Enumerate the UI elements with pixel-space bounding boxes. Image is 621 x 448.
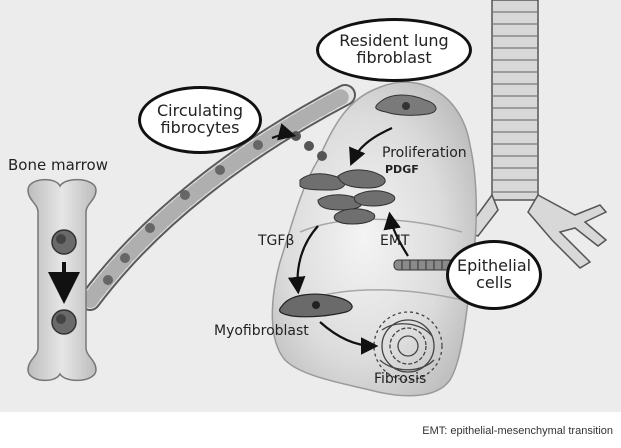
epithelial-cells-text: Epithelial cells [457, 258, 531, 292]
resident-fibroblast-text: Resident lung fibroblast [334, 33, 454, 67]
circulating-fibrocytes-label: Circulating fibrocytes [138, 86, 262, 154]
pdgf-label: PDGF [385, 164, 419, 176]
proliferation-label: Proliferation [382, 146, 467, 161]
emt-label: EMT [380, 234, 409, 249]
circulating-fibrocytes-text: Circulating fibrocytes [150, 103, 250, 137]
epithelial-cells-label: Epithelial cells [446, 240, 542, 310]
figure-caption: EMT: epithelial-mesenchymal transition [422, 425, 613, 437]
fibrocyte-cell [180, 190, 190, 200]
myofibroblast-label: Myofibroblast [214, 324, 309, 339]
resident-fibroblast-label: Resident lung fibroblast [316, 18, 472, 82]
fibrosis-label: Fibrosis [374, 372, 426, 387]
fibrocyte-cell [103, 275, 113, 285]
fibrocyte-cell [120, 253, 130, 263]
bone [28, 180, 96, 381]
tgfb-label: TGFβ [258, 234, 294, 249]
bone-marrow-label: Bone marrow [8, 158, 108, 174]
fibrocyte-cell [215, 165, 225, 175]
fibrocyte-cell [145, 223, 155, 233]
fibrocyte-cell [253, 140, 263, 150]
